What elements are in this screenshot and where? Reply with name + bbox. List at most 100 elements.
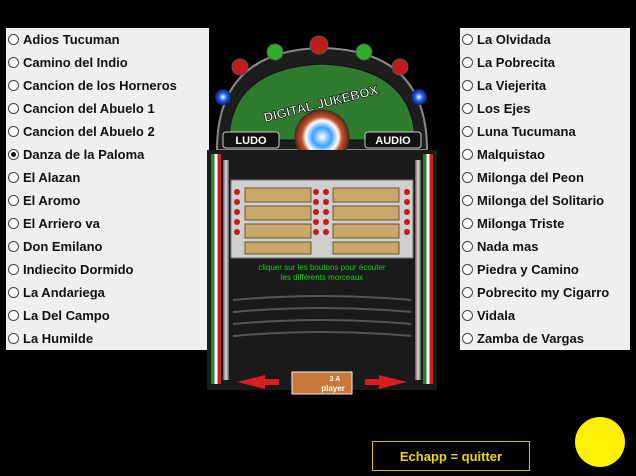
song-option[interactable]: Camino del Indio [6, 51, 209, 74]
song-option[interactable]: Adios Tucuman [6, 28, 209, 51]
song-option-label: Los Ejes [477, 101, 531, 116]
radio-unchecked-icon[interactable] [8, 103, 19, 114]
red-button[interactable] [323, 189, 329, 195]
song-option[interactable]: El Alazan [6, 166, 209, 189]
selector-slot[interactable] [244, 205, 312, 221]
song-option-label: La Viejerita [477, 78, 547, 93]
song-option[interactable]: Cancion del Abuelo 2 [6, 120, 209, 143]
radio-unchecked-icon[interactable] [8, 310, 19, 321]
song-option[interactable]: Danza de la Paloma [6, 143, 209, 166]
song-option[interactable]: Indiecito Dormido [6, 258, 209, 281]
song-option[interactable]: Cancion de los Horneros [6, 74, 209, 97]
red-button[interactable] [313, 189, 319, 195]
radio-unchecked-icon[interactable] [462, 80, 473, 91]
red-button[interactable] [313, 209, 319, 215]
player-badge-bottom: player [321, 384, 345, 393]
radio-unchecked-icon[interactable] [8, 264, 19, 275]
red-button[interactable] [313, 229, 319, 235]
song-option-label: Adios Tucuman [23, 32, 120, 47]
song-option-label: Cancion del Abuelo 2 [23, 124, 155, 139]
song-option[interactable]: Milonga Triste [460, 212, 630, 235]
song-option[interactable]: Los Ejes [460, 97, 630, 120]
song-option[interactable]: El Arriero va [6, 212, 209, 235]
song-option[interactable]: Milonga del Peon [460, 166, 630, 189]
radio-checked-icon[interactable] [8, 149, 19, 160]
song-option[interactable]: Pobrecito my Cigarro [460, 281, 630, 304]
radio-unchecked-icon[interactable] [462, 126, 473, 137]
red-button[interactable] [313, 199, 319, 205]
song-option[interactable]: La Viejerita [460, 74, 630, 97]
selector-slot[interactable] [332, 223, 400, 239]
song-option[interactable]: La Olvidada [460, 28, 630, 51]
song-option[interactable]: La Humilde [6, 327, 209, 350]
radio-unchecked-icon[interactable] [8, 218, 19, 229]
selector-buttons[interactable] [244, 187, 400, 255]
quit-button[interactable]: Echapp = quitter [372, 441, 530, 471]
song-option[interactable]: Zamba de Vargas [460, 327, 630, 350]
radio-unchecked-icon[interactable] [8, 241, 19, 252]
song-option[interactable]: Malquistao [460, 143, 630, 166]
red-button[interactable] [234, 219, 240, 225]
song-option[interactable]: Luna Tucumana [460, 120, 630, 143]
song-option[interactable]: La Pobrecita [460, 51, 630, 74]
radio-unchecked-icon[interactable] [462, 195, 473, 206]
red-button[interactable] [234, 189, 240, 195]
radio-unchecked-icon[interactable] [462, 241, 473, 252]
selector-slot[interactable] [332, 241, 400, 255]
red-button[interactable] [404, 189, 410, 195]
radio-unchecked-icon[interactable] [8, 287, 19, 298]
radio-unchecked-icon[interactable] [462, 310, 473, 321]
song-option[interactable]: Piedra y Camino [460, 258, 630, 281]
selector-slot[interactable] [244, 187, 312, 203]
red-button[interactable] [323, 219, 329, 225]
red-button[interactable] [323, 209, 329, 215]
song-option[interactable]: El Aromo [6, 189, 209, 212]
radio-unchecked-icon[interactable] [8, 80, 19, 91]
radio-unchecked-icon[interactable] [462, 172, 473, 183]
red-button[interactable] [404, 219, 410, 225]
selector-slot[interactable] [332, 187, 400, 203]
red-button[interactable] [323, 229, 329, 235]
radio-unchecked-icon[interactable] [462, 287, 473, 298]
radio-unchecked-icon[interactable] [462, 218, 473, 229]
song-option-label: Nada mas [477, 239, 539, 254]
red-button[interactable] [234, 199, 240, 205]
radio-unchecked-icon[interactable] [462, 333, 473, 344]
song-option[interactable]: La Del Campo [6, 304, 209, 327]
radio-unchecked-icon[interactable] [8, 195, 19, 206]
song-option[interactable]: Vidala [460, 304, 630, 327]
radio-unchecked-icon[interactable] [462, 34, 473, 45]
radio-unchecked-icon[interactable] [462, 149, 473, 160]
radio-unchecked-icon[interactable] [462, 103, 473, 114]
red-button[interactable] [313, 219, 319, 225]
song-option-label: La Olvidada [477, 32, 551, 47]
radio-unchecked-icon[interactable] [8, 172, 19, 183]
red-button[interactable] [234, 209, 240, 215]
player-badge[interactable] [291, 371, 353, 395]
selector-slot[interactable] [332, 205, 400, 221]
radio-unchecked-icon[interactable] [462, 57, 473, 68]
red-button[interactable] [404, 209, 410, 215]
radio-unchecked-icon[interactable] [8, 126, 19, 137]
radio-unchecked-icon[interactable] [8, 57, 19, 68]
song-option[interactable]: Cancion del Abuelo 1 [6, 97, 209, 120]
red-button[interactable] [404, 229, 410, 235]
radio-unchecked-icon[interactable] [462, 264, 473, 275]
song-option[interactable]: Don Emilano [6, 235, 209, 258]
radio-unchecked-icon[interactable] [8, 34, 19, 45]
red-button[interactable] [404, 199, 410, 205]
yellow-circle [575, 417, 625, 467]
song-option[interactable]: Nada mas [460, 235, 630, 258]
red-button[interactable] [323, 199, 329, 205]
selector-slot[interactable] [244, 241, 312, 255]
song-option-label: Milonga Triste [477, 216, 565, 231]
red-buttons[interactable] [234, 189, 410, 235]
song-option[interactable]: Milonga del Solitario [460, 189, 630, 212]
song-option[interactable]: La Andariega [6, 281, 209, 304]
song-option-label: Vidala [477, 308, 516, 323]
selector-slot[interactable] [244, 223, 312, 239]
arrow-left-icon [365, 375, 407, 389]
red-button[interactable] [234, 229, 240, 235]
radio-unchecked-icon[interactable] [8, 333, 19, 344]
song-option-label: Cancion del Abuelo 1 [23, 101, 155, 116]
